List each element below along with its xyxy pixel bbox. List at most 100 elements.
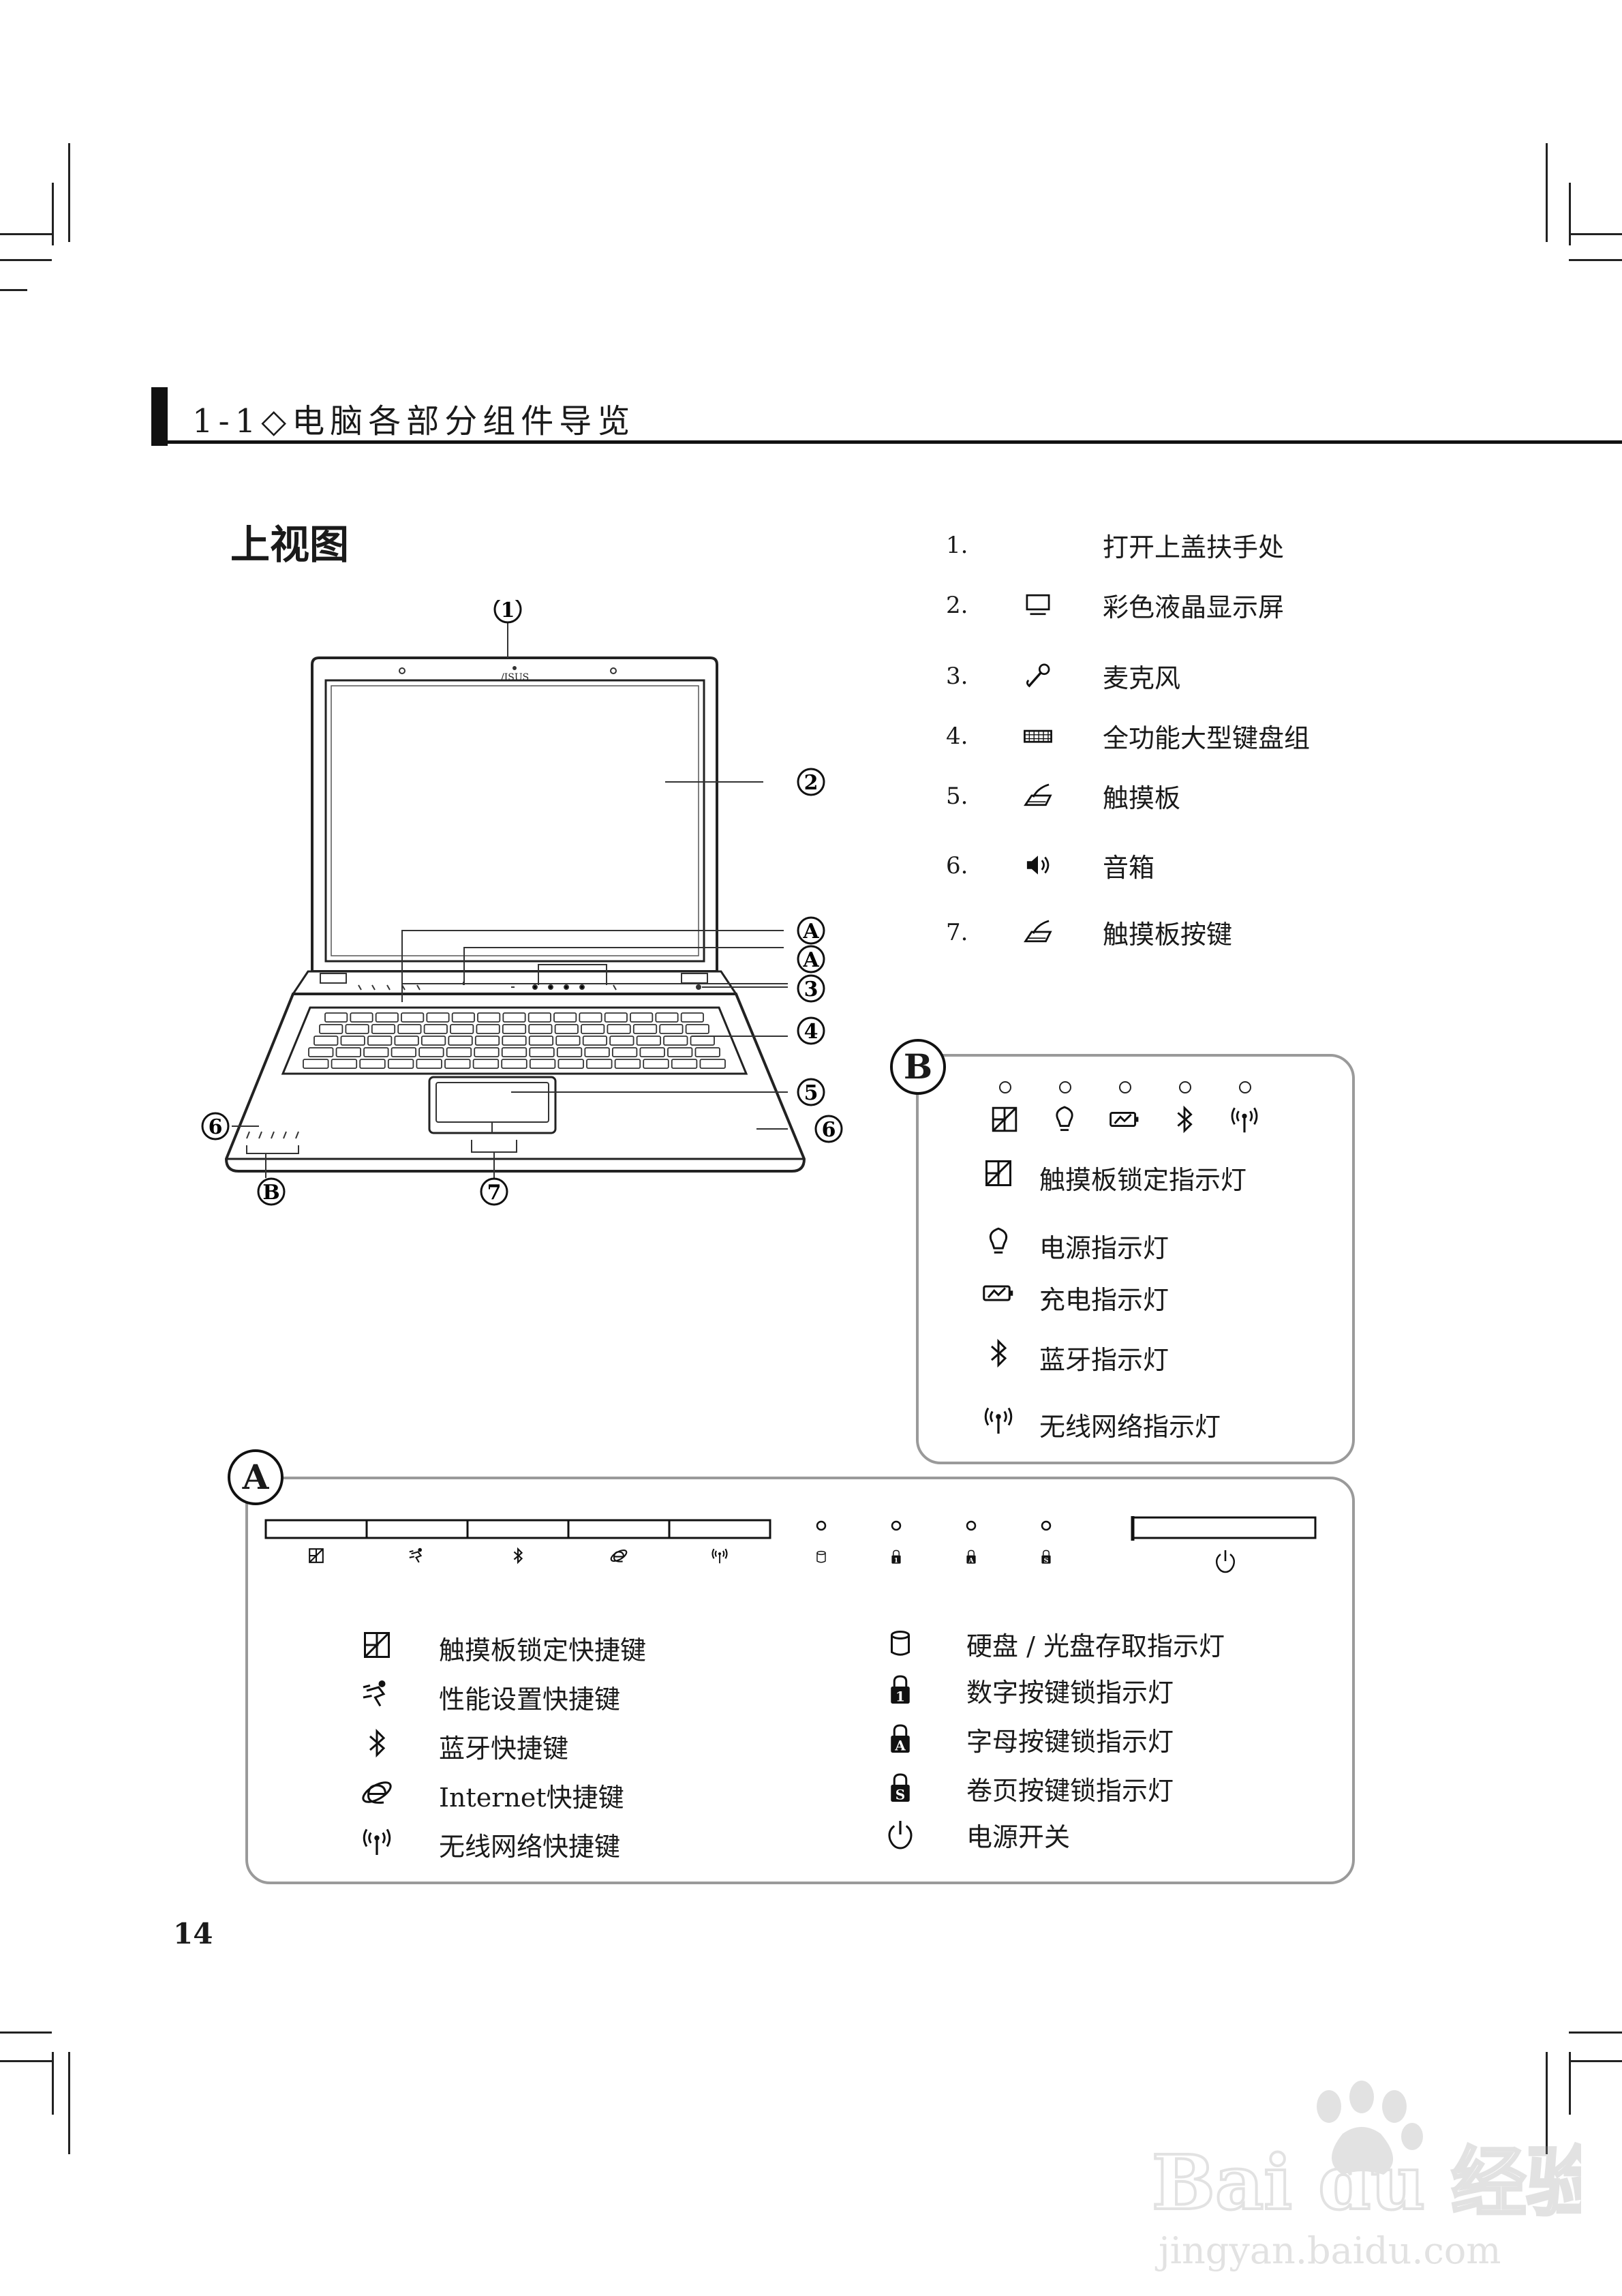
crop-mark (52, 183, 54, 245)
keyboard-key (363, 1047, 389, 1057)
svg-text:1: 1 (896, 1688, 905, 1704)
panel-b-label: 触摸板锁定指示灯 (1039, 1165, 1247, 1195)
page-number: 14 (173, 1917, 213, 1950)
keyboard-key (303, 1059, 329, 1069)
crop-mark (0, 289, 27, 291)
parts-list-number: 1. (946, 532, 968, 559)
keyboard-keys (303, 1012, 726, 1069)
keyboard-key (397, 1024, 422, 1034)
power-icon (1215, 1550, 1236, 1573)
panel-a-label: Internet快捷键 (439, 1783, 624, 1813)
laptop-illustration: /ISUS (224, 620, 806, 1181)
panel-a-label: 数字按键锁指示灯 (966, 1678, 1174, 1708)
keyboard-key (659, 1024, 684, 1034)
keyboard-key (502, 1036, 527, 1046)
panel-b-label: 电源指示灯 (1039, 1233, 1169, 1263)
parts-list-label: 彩色液晶显示屏 (1103, 592, 1285, 622)
crop-mark (0, 233, 52, 235)
bluetooth-icon (1168, 1103, 1201, 1136)
scroll-lock-icon: S (1041, 1550, 1051, 1565)
crop-mark (0, 2031, 52, 2034)
crop-mark (1546, 143, 1548, 242)
keyboard-key (579, 1012, 602, 1023)
callout-7: 7 (487, 1181, 502, 1205)
hotkey-button (466, 1519, 570, 1539)
keyboard-key (319, 1024, 343, 1034)
callout-4: 4 (804, 1020, 818, 1044)
panel-b-label: 无线网络指示灯 (1039, 1412, 1221, 1442)
panel-a-label: 卷页按键锁指示灯 (966, 1776, 1174, 1806)
keyboard-key (426, 1012, 450, 1023)
keyboard-key (604, 1012, 628, 1023)
internet-icon (610, 1549, 628, 1562)
parts-list-label: 触摸板 (1103, 783, 1181, 813)
microphone-icon (1022, 660, 1054, 691)
svg-text:S: S (1044, 1557, 1049, 1565)
keyboard-key (501, 1047, 527, 1057)
keyboard-key (416, 1059, 442, 1069)
keyboard-key (636, 1036, 661, 1046)
keyboard-key (345, 1024, 369, 1034)
panel-b-label: 蓝牙指示灯 (1039, 1345, 1169, 1375)
indicator-led (1059, 1081, 1071, 1093)
keyboard-key (474, 1036, 500, 1046)
svg-text:S: S (896, 1786, 905, 1802)
keyboard-key (472, 1059, 500, 1069)
panel-a-label: 硬盘 / 光盘存取指示灯 (966, 1631, 1225, 1661)
keyboard-key (529, 1047, 555, 1057)
keyboard-key (375, 1012, 399, 1023)
callout-a1: A (802, 920, 819, 943)
keyboard-key (359, 1059, 386, 1069)
keyboard-key (553, 1012, 577, 1023)
keyboard-icon (1022, 720, 1054, 751)
panel-a-label: 电源开关 (966, 1822, 1071, 1852)
parts-list-number: 6. (946, 852, 968, 879)
svg-text:A: A (968, 1557, 974, 1565)
battery-charge-icon (1108, 1103, 1141, 1136)
parts-list-number: 5. (946, 783, 968, 810)
num-lock-icon: 1 (883, 1673, 917, 1707)
touchpad-icon (1022, 916, 1054, 948)
keyboard-key (350, 1012, 373, 1023)
svg-text:A: A (894, 1737, 906, 1753)
indicator-led (1239, 1081, 1251, 1093)
watermark-brand: Bai du 经验 (1152, 2139, 1581, 2226)
disk-icon (883, 1627, 917, 1661)
keyboard-key (643, 1059, 669, 1069)
callout-a2: A (802, 948, 819, 972)
keyboard-key (371, 1024, 396, 1034)
crop-mark (1569, 259, 1622, 261)
crop-mark (1569, 2052, 1571, 2115)
keyboard-key (335, 1047, 361, 1057)
touchpad-lock-icon (981, 1156, 1015, 1190)
keyboard-key (528, 1024, 553, 1034)
keyboard-key (614, 1059, 641, 1069)
crop-mark (0, 259, 52, 261)
keyboard-key (308, 1047, 334, 1057)
panel-a-letter: A (228, 1449, 284, 1505)
keyboard-key (630, 1012, 654, 1023)
battery-charge-icon (981, 1276, 1015, 1310)
keyboard-key (324, 1012, 348, 1023)
panel-a-label: 性能设置快捷键 (439, 1685, 621, 1715)
keyboard-key (685, 1024, 709, 1034)
indicator-led (1179, 1081, 1191, 1093)
caps-lock-icon: A (883, 1722, 917, 1756)
callout-5: 5 (804, 1081, 818, 1105)
keyboard-key (423, 1024, 448, 1034)
indicator-led (999, 1081, 1011, 1093)
crop-mark (68, 2052, 70, 2154)
internet-icon (360, 1775, 394, 1809)
parts-list-label: 打开上盖扶手处 (1103, 532, 1285, 562)
parts-list-number: 2. (946, 592, 968, 619)
keyboard-key (527, 1012, 551, 1023)
touchpad-icon (1022, 780, 1054, 811)
keyboard-key (450, 1024, 474, 1034)
keyboard-key (502, 1012, 526, 1023)
keyboard-key (607, 1024, 631, 1034)
keyboard-key (448, 1036, 473, 1046)
parts-list-label: 全功能大型键盘组 (1103, 723, 1311, 753)
monitor-icon (1022, 589, 1054, 620)
hotkey-button (668, 1519, 771, 1539)
